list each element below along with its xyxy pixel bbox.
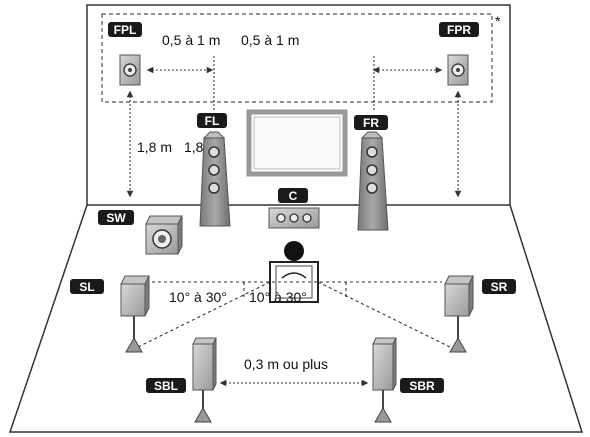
speaker-sw: SW bbox=[98, 210, 183, 255]
surround-reference-lines bbox=[135, 281, 453, 349]
tv-screen bbox=[246, 109, 348, 177]
label-sw: SW bbox=[106, 211, 126, 225]
room-outline bbox=[8, 4, 584, 433]
angle-right: 10° à 30° bbox=[249, 289, 307, 305]
asterisk-note: * bbox=[495, 13, 501, 29]
floor-outline bbox=[8, 204, 584, 433]
label-sbr: SBR bbox=[409, 379, 435, 393]
speaker-sl: SL bbox=[70, 275, 150, 353]
presence-offset-arrows bbox=[146, 56, 443, 112]
presence-distance-right: 0,5 à 1 m bbox=[241, 32, 299, 48]
presence-distance-left: 0,5 à 1 m bbox=[162, 32, 220, 48]
speaker-fr: FR bbox=[354, 115, 389, 231]
rear-spacing-label: 0,3 m ou plus bbox=[244, 356, 328, 372]
speaker-sr: SR bbox=[444, 275, 516, 353]
label-sr: SR bbox=[491, 280, 508, 294]
speaker-fpr: FPR bbox=[439, 22, 479, 86]
label-sl: SL bbox=[79, 280, 94, 294]
height-arrows bbox=[126, 90, 462, 198]
speaker-fpl: FPL bbox=[108, 22, 142, 86]
label-fl: FL bbox=[205, 114, 220, 128]
label-fr: FR bbox=[363, 116, 379, 130]
speaker-sbr: SBR bbox=[372, 337, 444, 423]
speaker-sbl: SBL bbox=[146, 337, 217, 423]
speaker-c: C bbox=[268, 188, 320, 229]
label-fpl: FPL bbox=[114, 23, 137, 37]
angle-left: 10° à 30° bbox=[169, 289, 227, 305]
label-c: C bbox=[289, 189, 298, 203]
speaker-fl: FL bbox=[197, 113, 231, 227]
label-fpr: FPR bbox=[447, 23, 471, 37]
label-sbl: SBL bbox=[154, 379, 178, 393]
label-bg-fpl bbox=[108, 22, 142, 37]
presence-zone bbox=[101, 13, 493, 103]
label-bg-fpr bbox=[439, 22, 479, 37]
back-wall bbox=[86, 4, 511, 206]
height-left: 1,8 m bbox=[137, 139, 172, 155]
